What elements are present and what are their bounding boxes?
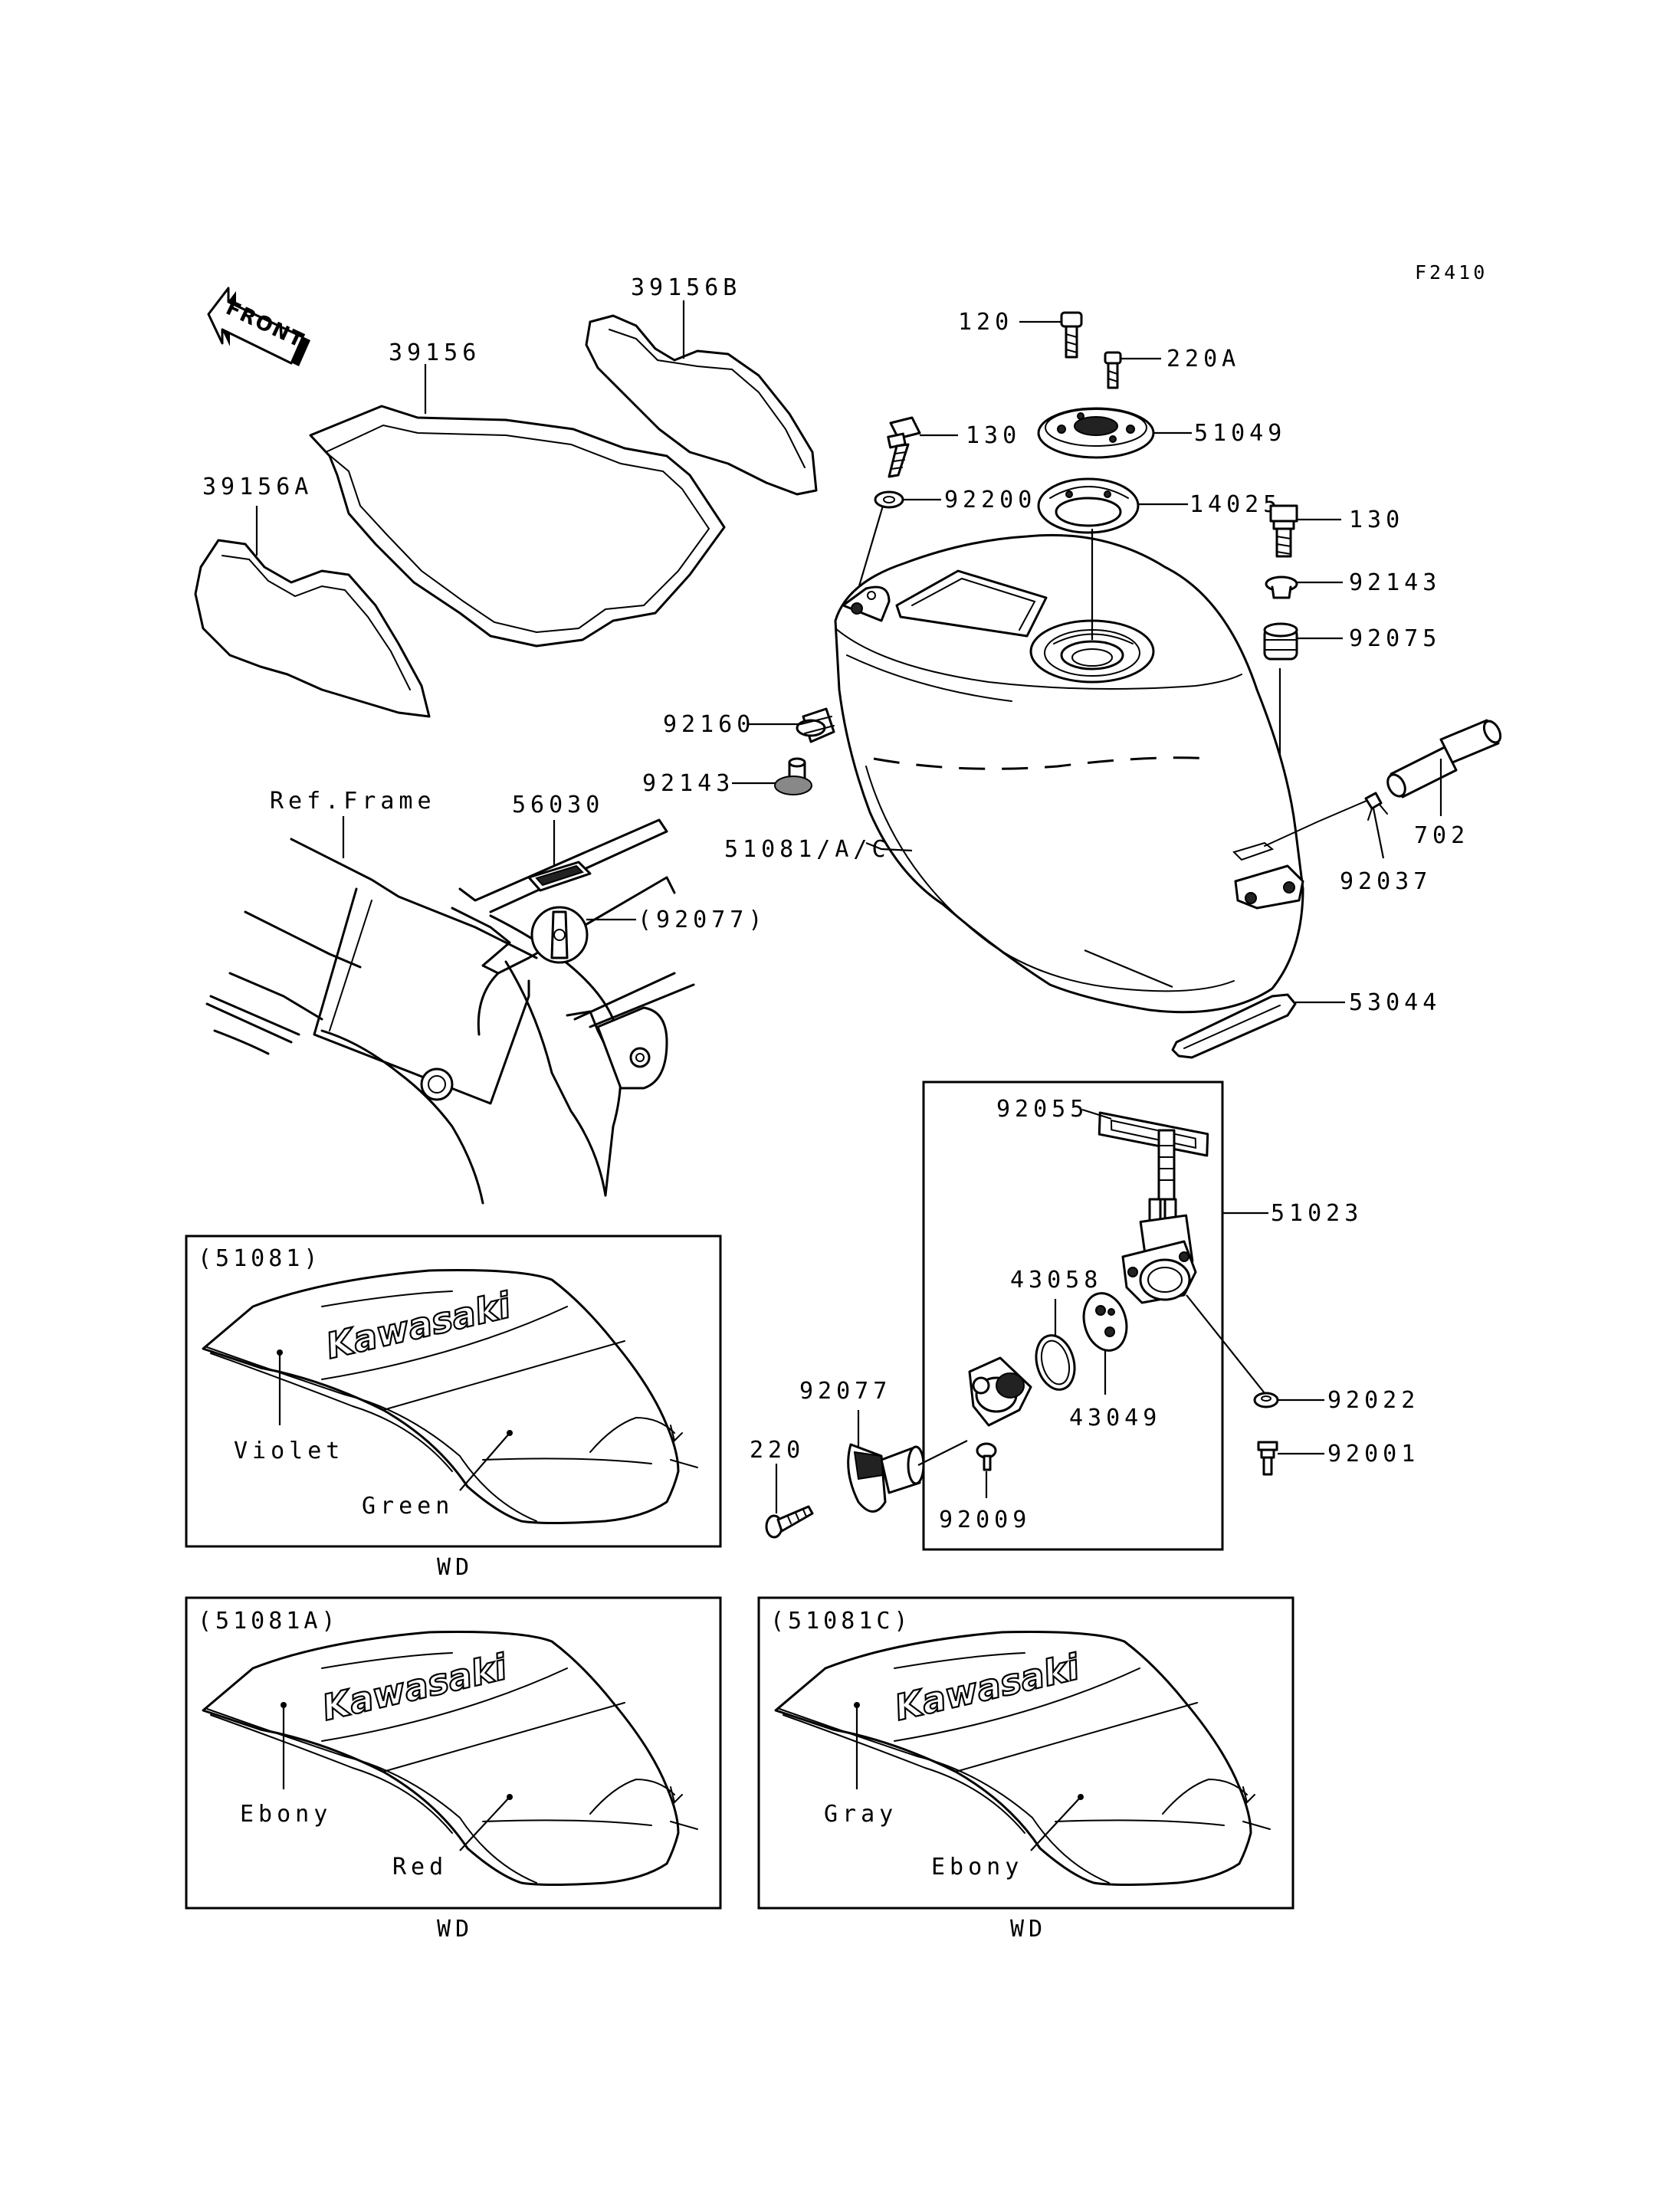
variant-note: WD bbox=[437, 1916, 474, 1943]
gasket-43049-icon bbox=[1082, 1292, 1128, 1352]
screw-220-icon bbox=[765, 1505, 814, 1539]
label-130-right: 130 bbox=[1349, 507, 1404, 533]
screw-120-icon bbox=[1060, 311, 1083, 359]
fuel-cock-box bbox=[922, 1080, 1224, 1551]
seal-39156B-shape bbox=[585, 314, 818, 496]
variant-note: WD bbox=[1010, 1916, 1047, 1943]
variant-panel-51081: (51081) Kawasaki Violet Green bbox=[185, 1235, 722, 1548]
fuel-cap-51049-icon bbox=[1037, 407, 1155, 459]
label-51023: 51023 bbox=[1271, 1200, 1363, 1227]
variant-color-top: Ebony bbox=[240, 1801, 332, 1828]
variant-logo: Kawasaki bbox=[891, 1646, 1084, 1729]
band-53044-icon bbox=[1171, 993, 1297, 1059]
hose-702-icon bbox=[1386, 719, 1502, 798]
label-120: 120 bbox=[958, 309, 1013, 336]
label-92143-left: 92143 bbox=[642, 770, 734, 797]
label-220A: 220A bbox=[1166, 346, 1240, 372]
label-39156: 39156 bbox=[389, 339, 481, 366]
grommet-92075-icon bbox=[1263, 622, 1298, 661]
variant-color-top: Violet bbox=[234, 1438, 344, 1464]
label-51081AC: 51081/A/C bbox=[724, 836, 891, 863]
bolt-92001-icon bbox=[1257, 1441, 1278, 1476]
variant-panel-51081A: (51081A) Kawasaki Ebony Red bbox=[185, 1596, 722, 1910]
label-51049: 51049 bbox=[1194, 420, 1286, 447]
variant-color-bottom: Red bbox=[392, 1854, 448, 1881]
damper-92143-left-icon bbox=[774, 757, 812, 795]
variant-panel-51081C: (51081C) Kawasaki Gray Ebony bbox=[757, 1596, 1294, 1910]
label-92037: 92037 bbox=[1340, 868, 1432, 895]
variant-color-top: Gray bbox=[824, 1801, 897, 1828]
seal-39156A-shape bbox=[194, 539, 431, 718]
label-43058: 43058 bbox=[1010, 1267, 1102, 1294]
variant-logo: Kawasaki bbox=[318, 1646, 511, 1729]
bolt-130-right-icon bbox=[1269, 504, 1298, 558]
label-92077: 92077 bbox=[799, 1378, 891, 1405]
clamp-92037-icon bbox=[1364, 792, 1388, 821]
gasket-14025-icon bbox=[1037, 477, 1140, 534]
variant-color-bottom: Ebony bbox=[931, 1854, 1023, 1881]
label-56030: 56030 bbox=[512, 792, 604, 818]
washer-92200-icon bbox=[874, 490, 904, 509]
bolt-130-left-icon bbox=[887, 416, 921, 478]
label-14025: 14025 bbox=[1189, 491, 1281, 518]
label-92143-right: 92143 bbox=[1349, 569, 1441, 596]
lever-92077-icon bbox=[847, 1443, 925, 1513]
label-92055: 92055 bbox=[996, 1096, 1088, 1123]
damper-92143-right-icon bbox=[1265, 575, 1298, 599]
grommet-92160-icon bbox=[796, 707, 835, 743]
frame-reference-drawing bbox=[205, 818, 695, 1205]
label-92001: 92001 bbox=[1327, 1441, 1419, 1467]
label-92077-ref: (92077) bbox=[638, 907, 766, 933]
fuel-cock-51023-icon bbox=[1121, 1129, 1197, 1304]
variant-color-bottom: Green bbox=[362, 1493, 454, 1520]
variant-code: (51081) bbox=[198, 1245, 321, 1272]
figure-code: F2410 bbox=[1415, 261, 1488, 284]
label-53044: 53044 bbox=[1349, 989, 1441, 1016]
label-92009: 92009 bbox=[939, 1507, 1031, 1533]
front-arrow-icon: FRONT bbox=[207, 287, 310, 366]
screw-92009-icon bbox=[976, 1442, 997, 1471]
fuel-tank-51081-drawing bbox=[834, 533, 1373, 1014]
variant-code: (51081A) bbox=[198, 1608, 340, 1635]
gasket-92055-icon bbox=[1098, 1111, 1209, 1157]
seal-39156-shape bbox=[309, 405, 726, 648]
label-39156B: 39156B bbox=[631, 274, 741, 301]
label-ref-frame: Ref.Frame bbox=[270, 788, 436, 815]
label-43049: 43049 bbox=[1069, 1405, 1161, 1431]
label-92022: 92022 bbox=[1327, 1387, 1419, 1414]
label-39156A: 39156A bbox=[202, 474, 313, 500]
variant-code: (51081C) bbox=[770, 1608, 912, 1635]
label-92160: 92160 bbox=[663, 711, 755, 738]
lever-plate-icon bbox=[968, 1356, 1032, 1427]
label-220: 220 bbox=[750, 1437, 805, 1464]
washer-92022-icon bbox=[1253, 1392, 1279, 1408]
label-702: 702 bbox=[1414, 822, 1469, 849]
label-92200: 92200 bbox=[944, 487, 1036, 513]
variant-note: WD bbox=[437, 1554, 474, 1581]
screw-220A-icon bbox=[1104, 351, 1122, 389]
o-ring-43058-icon bbox=[1035, 1334, 1076, 1391]
variant-logo: Kawasaki bbox=[322, 1284, 515, 1367]
label-130-left: 130 bbox=[966, 422, 1021, 449]
label-92075: 92075 bbox=[1349, 625, 1441, 652]
